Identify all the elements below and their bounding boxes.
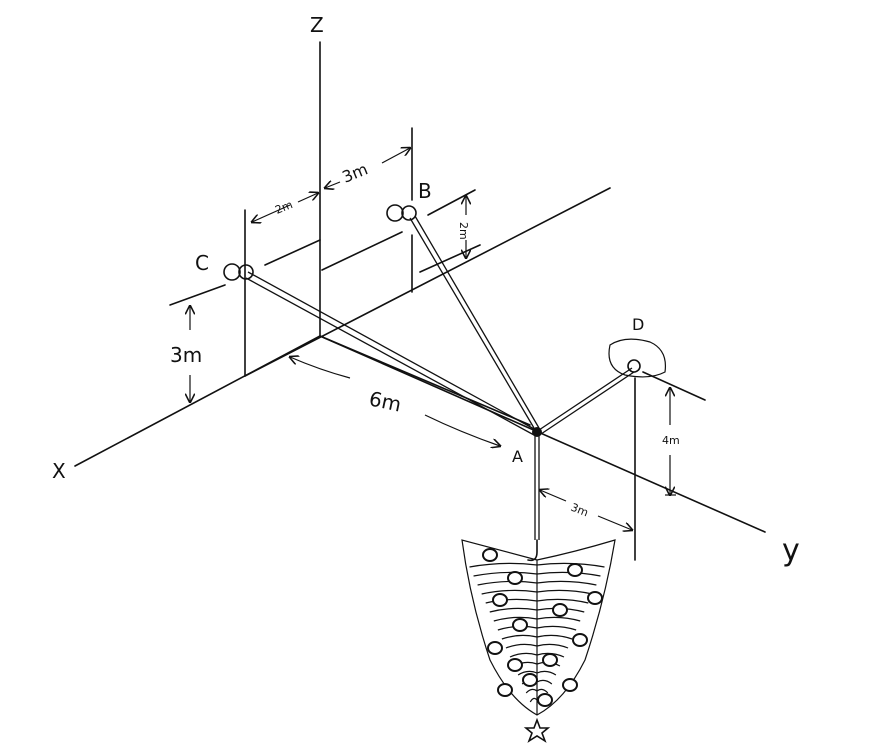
tree-branch [536, 679, 553, 685]
dim-c-height: 3m [170, 343, 202, 367]
ornament [537, 693, 553, 707]
tree-branch [517, 670, 538, 676]
cable-a-tree [534, 436, 540, 540]
cable-ad [538, 367, 635, 435]
origin-to-a-line [319, 335, 531, 426]
dim-6m-arrow-left [290, 357, 351, 379]
point-a-label: A [512, 447, 523, 466]
tree-branch [536, 598, 589, 604]
tree-branch [525, 688, 538, 694]
d-ext-line [642, 371, 706, 401]
ornament [507, 658, 523, 672]
tree-branch [489, 607, 538, 613]
dim-3m-arrow-left [325, 182, 341, 188]
point-d-label: D [632, 315, 644, 334]
tree-branch [481, 589, 538, 595]
tree-branch [536, 643, 569, 649]
tree-branch [485, 598, 538, 604]
tree-branch [473, 571, 538, 577]
ground-line [244, 187, 611, 377]
ornament [552, 603, 568, 617]
b-top-ext [427, 189, 476, 216]
star-icon [523, 717, 551, 743]
tree-branch [536, 580, 597, 586]
tree-branch [536, 688, 549, 694]
tree-branch [536, 634, 573, 640]
z-axis-label: Z [310, 13, 324, 37]
ornament [497, 683, 513, 697]
hook-icon [527, 539, 538, 562]
dim-b-height: 2m [457, 222, 470, 240]
cable-ab [409, 215, 540, 429]
tree-branch [477, 580, 538, 586]
christmas-tree-icon [461, 539, 616, 716]
dim-d-height: 4m [662, 434, 680, 447]
tree-branch [536, 589, 593, 595]
point-a-knot [532, 427, 542, 437]
dim-a-along-x: 6m [367, 386, 404, 416]
ornament [487, 641, 503, 655]
dim-6m-arrow-right [424, 414, 500, 446]
x-axis-label: X [52, 459, 66, 483]
dim-c-to-z: 2m [273, 198, 294, 217]
y-axis [319, 335, 766, 533]
tree-branch [505, 643, 538, 649]
dim-3m-y-arrow-right [597, 515, 632, 530]
dim-3m-y-arrow-left [540, 490, 567, 502]
c-height-top [169, 284, 226, 306]
ornament [522, 673, 538, 687]
dim-z-to-b: 3m [339, 159, 370, 186]
tree-branch [509, 652, 538, 658]
tree-branch [536, 562, 605, 568]
dim-2m-arrow-right [297, 193, 318, 203]
tree-branch [529, 697, 538, 703]
dim-a-to-d: 3m [569, 501, 590, 520]
tree-branch [536, 616, 581, 622]
ornament [507, 571, 523, 585]
ornament [567, 563, 583, 577]
point-b-label: B [418, 179, 432, 203]
tree-branch [493, 616, 538, 622]
ornament [572, 633, 588, 647]
ornament [492, 593, 508, 607]
c-top-line [264, 239, 321, 266]
wall-anchor-d [608, 338, 667, 378]
b-base-line [321, 231, 403, 271]
eye-bolt-icon [223, 263, 254, 281]
tree-branch [501, 634, 538, 640]
eye-bolt-icon [386, 204, 417, 222]
b-bottom-ext [419, 244, 481, 273]
point-c-label: C [195, 251, 209, 275]
tree-branch [469, 562, 538, 568]
ornament [542, 653, 558, 667]
ornament [512, 618, 528, 632]
tree-branch [536, 670, 557, 676]
ornament [562, 678, 578, 692]
dim-3m-arrow-right [381, 148, 410, 164]
dim-2m-arrow-left [252, 204, 291, 222]
ornament [482, 548, 498, 562]
y-axis-label: y [782, 533, 800, 568]
cable-ac [245, 271, 537, 436]
tree-branch [536, 625, 577, 631]
ornament [587, 591, 603, 605]
